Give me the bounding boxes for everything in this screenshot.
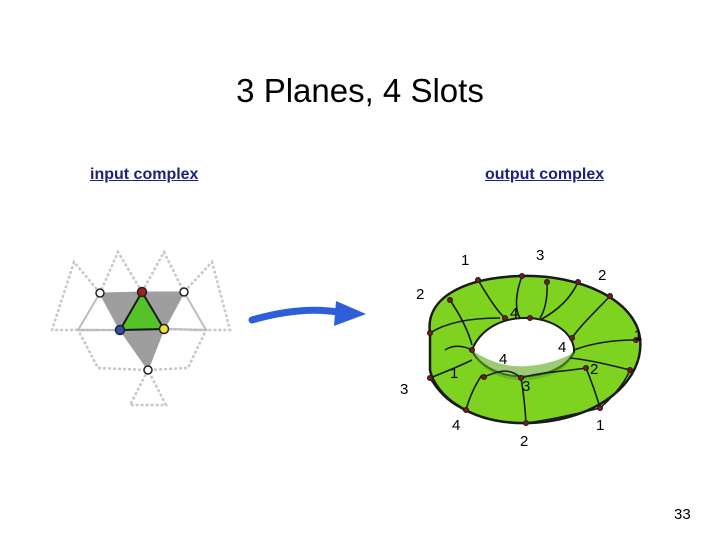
torus-label: 3 (522, 378, 530, 395)
torus-label: 4 (499, 351, 507, 368)
vertex-blue (114, 324, 126, 336)
vertex-white (95, 288, 105, 298)
mesh-curve (465, 374, 483, 411)
torus-vertex (575, 279, 581, 285)
torus-vertex (527, 315, 533, 321)
mesh-curve (515, 275, 523, 319)
outer-triangle-outline (140, 249, 186, 293)
torus-vertex (583, 365, 589, 371)
mesh-curve (571, 295, 611, 339)
vertex-yellow (158, 323, 170, 335)
torus-vertex (427, 375, 433, 381)
torus-label: 4 (558, 339, 566, 356)
torus-label: 1 (634, 327, 642, 344)
torus-vertex (523, 420, 529, 426)
torus-vertex (447, 297, 453, 303)
outer-triangle-outline (98, 249, 144, 294)
mesh-curve (465, 409, 527, 424)
vertex-white (143, 365, 153, 375)
outer-triangle-outline (183, 259, 232, 332)
output-complex-link[interactable]: output complex (485, 166, 605, 183)
outer-triangle-outline (50, 259, 101, 332)
torus-label: 4 (452, 417, 460, 434)
vertex-white (179, 287, 189, 297)
torus-vertex (481, 374, 487, 380)
vertex-red (136, 286, 148, 298)
torus-label: 4 (510, 305, 518, 322)
torus-vertex (518, 375, 524, 381)
torus-label: 2 (520, 433, 528, 450)
outer-triangle-outline (127, 369, 169, 407)
torus-vertex (633, 337, 639, 343)
mesh-curve (569, 357, 631, 371)
mesh-curve (483, 370, 522, 379)
map-arrow (248, 301, 366, 326)
mesh-curve (429, 377, 467, 411)
torus-label: 3 (400, 381, 408, 398)
torus-vertex (475, 277, 481, 283)
torus-label: 3 (536, 247, 544, 264)
mesh-curve (429, 317, 501, 334)
torus-vertex (463, 407, 469, 413)
torus-vertex (569, 335, 575, 341)
torus-label: 1 (461, 252, 469, 269)
torus-label: 1 (596, 417, 604, 434)
torus-vertex (607, 293, 613, 299)
input-complex (50, 249, 232, 407)
torus-label: 2 (416, 286, 424, 303)
torus-vertex (469, 347, 475, 353)
slide-title: 3 Planes, 4 Slots (236, 72, 484, 109)
page-number: 33 (674, 506, 691, 523)
torus-label: 2 (598, 267, 606, 284)
torus-vertex (597, 405, 603, 411)
mesh-curve (599, 369, 631, 409)
mesh-curve (520, 377, 527, 424)
mesh-curve (539, 281, 548, 319)
mesh-curve (429, 359, 473, 379)
mesh-curve (539, 281, 579, 321)
torus-vertex (502, 315, 508, 321)
torus-label: 2 (590, 361, 598, 378)
mesh-curve (525, 407, 601, 424)
gray-triangle (119, 328, 165, 372)
torus-label: 1 (450, 365, 458, 382)
torus-vertex (544, 279, 550, 285)
mesh-curve (573, 339, 637, 351)
input-complex-link[interactable]: input complex (90, 166, 199, 183)
mesh-curve (520, 367, 587, 379)
center-green-triangle (118, 290, 166, 332)
torus-vertex (627, 367, 633, 373)
mesh-curve (449, 299, 473, 346)
torus-vertex (519, 273, 525, 279)
torus-vertex (427, 330, 433, 336)
output-torus: 1 3 2 2 4 1 4 4 1 2 3 3 4 2 1 (400, 247, 642, 450)
